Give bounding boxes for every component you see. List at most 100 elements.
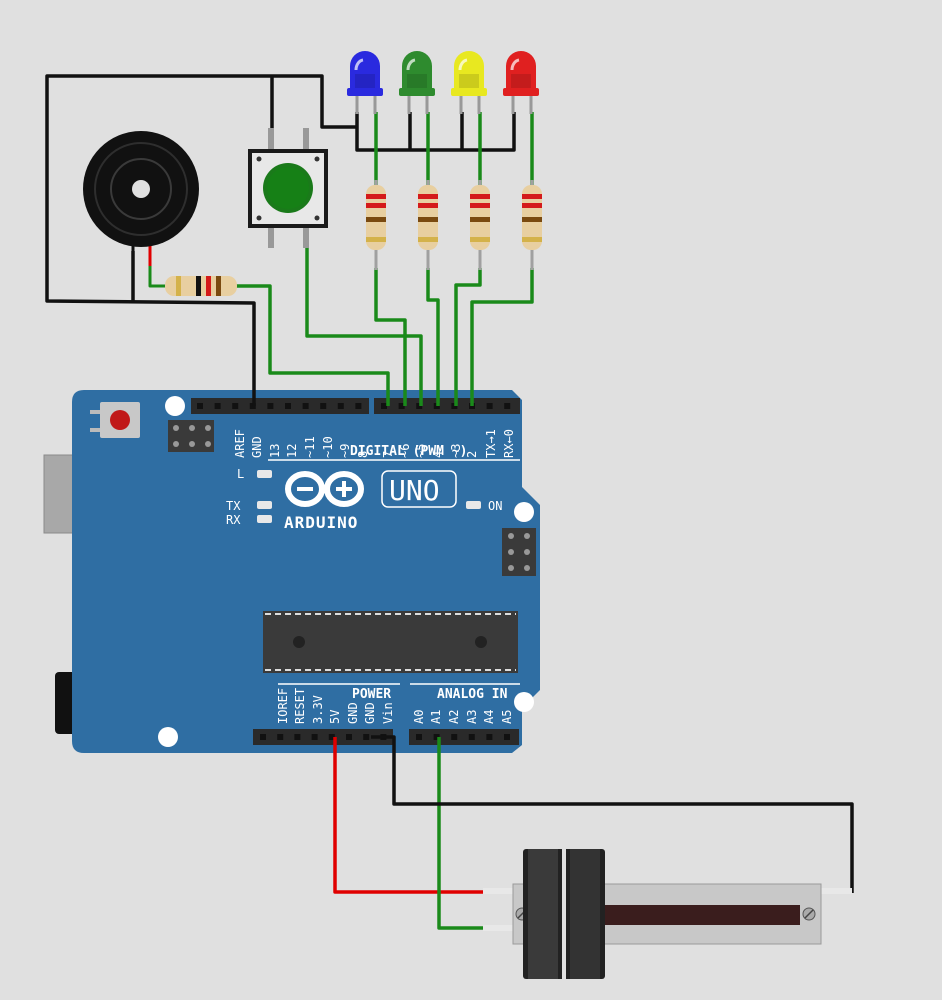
pin-hole: [504, 403, 511, 409]
pin-label: 8: [356, 451, 370, 458]
piezo-buzzer[interactable]: [83, 131, 199, 260]
pin-label: ~10: [321, 436, 335, 458]
pin-hole: [197, 403, 203, 409]
pin-hole: [302, 403, 309, 409]
led-group: [347, 51, 539, 114]
wire-pot-signal[interactable]: [437, 737, 483, 930]
pin-hole: [398, 403, 405, 409]
wires: [45, 74, 854, 930]
pin-label: 12: [285, 444, 299, 458]
pin-label: IOREF: [276, 688, 290, 724]
pin-label: A1: [429, 710, 443, 724]
led-resistor[interactable]: [470, 180, 490, 270]
pin-hole: [416, 734, 422, 740]
wire-buzzer-signal[interactable]: [232, 284, 390, 406]
pin-label: A2: [447, 710, 461, 724]
blue-led[interactable]: [347, 51, 383, 114]
pin-label: 13: [268, 444, 282, 458]
pin-hole: [277, 734, 284, 740]
analog-label: ANALOG IN: [437, 687, 508, 702]
led-RX-indicator: [257, 515, 272, 523]
pin-label: 5V: [328, 710, 342, 724]
led-L-indicator: [257, 470, 272, 478]
uno-badge: [381, 470, 457, 508]
green-led[interactable]: [399, 51, 435, 114]
led-resistor[interactable]: [418, 180, 438, 270]
pin-label: ~11: [303, 436, 317, 458]
arduino-logo-icon: [285, 471, 364, 507]
pin-hole: [504, 734, 510, 740]
wire-pin-4[interactable]: [426, 268, 440, 406]
pin-hole: [355, 403, 362, 409]
pin-label: Vin: [381, 702, 395, 724]
digital-label: DIGITAL (PWM ~): [350, 444, 467, 459]
icsp-header-right: [502, 528, 536, 576]
pin-hole: [416, 403, 423, 409]
pin-label: GND: [346, 702, 360, 724]
pin-label: ~3: [449, 444, 463, 458]
wire-pin-6[interactable]: [374, 268, 407, 406]
wire-pot-ground[interactable]: [371, 735, 854, 893]
pin-label: A5: [500, 710, 514, 724]
pin-hole: [381, 403, 387, 409]
slide-potentiometer[interactable]: [483, 849, 852, 979]
pin-label: RX←0: [502, 429, 516, 458]
pin-hole: [486, 403, 493, 409]
icsp-header-top: [168, 420, 214, 452]
pin-hole: [214, 403, 221, 409]
yellow-led[interactable]: [451, 51, 487, 114]
pin-hole: [232, 403, 239, 409]
pin-hole: [363, 734, 370, 740]
led-L-label: L: [237, 467, 244, 481]
pin-hole: [346, 734, 352, 740]
pin-label: 3.3V: [311, 695, 325, 724]
analog-header: [409, 729, 519, 745]
pin-label: 4: [431, 451, 445, 458]
mounting-hole: [165, 396, 185, 416]
pin-label: 7: [381, 451, 395, 458]
led-TX-indicator: [257, 501, 272, 509]
wire-pin-3[interactable]: [454, 268, 482, 406]
led-resistor[interactable]: [366, 180, 386, 270]
led-ON-indicator: [466, 501, 481, 509]
pin-label: GND: [250, 436, 264, 458]
microcontroller-chip: [263, 611, 518, 673]
wire-pot-5v[interactable]: [333, 737, 483, 894]
pin-hole: [433, 734, 440, 740]
pin-hole: [285, 403, 291, 409]
pin-label: TX→1: [484, 429, 498, 458]
pin-label: A0: [412, 710, 426, 724]
led-RX-label: RX: [226, 513, 241, 527]
uno-model-text: UNO: [389, 474, 440, 507]
led-ON-label: ON: [488, 499, 502, 513]
pin-label: ~5: [414, 444, 428, 458]
wire-button-signal[interactable]: [305, 245, 423, 406]
pin-label: ~9: [338, 444, 352, 458]
pin-hole: [468, 734, 475, 740]
push-button[interactable]: [248, 128, 328, 248]
reset-button[interactable]: [90, 402, 140, 438]
mounting-hole: [158, 727, 178, 747]
buzzer-resistor[interactable]: [165, 276, 237, 296]
pin-label: ~6: [398, 444, 412, 458]
led-TX-label: TX: [226, 499, 241, 513]
mounting-hole: [514, 692, 534, 712]
pin-label: AREF: [233, 429, 247, 458]
pin-hole: [294, 734, 301, 740]
wire-pin-2[interactable]: [470, 268, 534, 406]
pin-hole: [486, 734, 493, 740]
pin-hole: [451, 734, 458, 740]
pin-label: 2: [465, 451, 479, 458]
resistor-group: [366, 180, 542, 270]
wire-ground-main[interactable]: [45, 74, 357, 406]
power-label: POWER: [352, 687, 391, 702]
pin-hole: [337, 403, 344, 409]
led-resistor[interactable]: [522, 180, 542, 270]
red-led[interactable]: [503, 51, 539, 114]
pin-hole: [267, 403, 274, 409]
